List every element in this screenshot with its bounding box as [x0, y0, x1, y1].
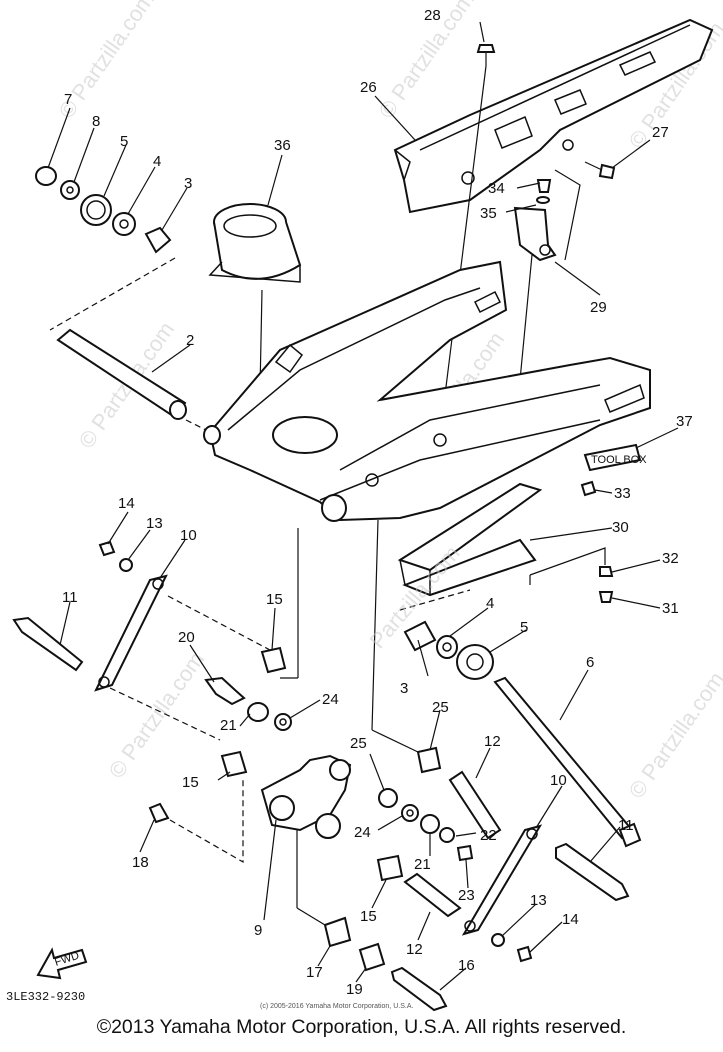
callout-24-lower[interactable]: 24: [354, 824, 371, 841]
callout-37[interactable]: 37: [676, 413, 693, 430]
callout-20[interactable]: 20: [178, 629, 195, 646]
callout-28[interactable]: 28: [424, 7, 441, 24]
bolt-11-left-part[interactable]: [12, 616, 84, 672]
callout-8[interactable]: 8: [92, 113, 100, 130]
callout-25-upper[interactable]: 25: [432, 699, 449, 716]
callout-5-upper[interactable]: 5: [120, 133, 128, 150]
screw-33-part[interactable]: [580, 480, 613, 497]
callout-17[interactable]: 17: [306, 964, 323, 981]
callout-33[interactable]: 33: [614, 485, 631, 502]
bolt-28-part[interactable]: [476, 44, 496, 66]
callout-10-left[interactable]: 10: [180, 527, 197, 544]
collar-15-low-part[interactable]: [376, 854, 404, 882]
callout-36[interactable]: 36: [274, 137, 291, 154]
callout-2[interactable]: 2: [186, 332, 194, 349]
callout-15-top[interactable]: 15: [266, 591, 283, 608]
shaft-6-part[interactable]: [493, 676, 642, 848]
relay-arm-10-part[interactable]: [94, 574, 168, 692]
relay-arm-9-part[interactable]: [260, 754, 352, 839]
callout-14-right[interactable]: 14: [562, 911, 579, 928]
callout-16[interactable]: 16: [458, 957, 475, 974]
callout-13-right[interactable]: 13: [530, 892, 547, 909]
bushing-stack-left[interactable]: [35, 166, 172, 254]
leader-lines: [47, 21, 679, 991]
callout-5-lower[interactable]: 5: [520, 619, 528, 636]
relay-arm-10-right-part[interactable]: [461, 824, 543, 936]
callout-4-upper[interactable]: 4: [153, 153, 161, 170]
collar-15-top-part[interactable]: [260, 646, 287, 674]
callout-11-left[interactable]: 11: [62, 589, 78, 606]
callout-14-left[interactable]: 14: [118, 495, 135, 512]
collar-24-22-21-part[interactable]: [401, 804, 474, 862]
callout-15-mid[interactable]: 15: [182, 774, 199, 791]
pin-18-part[interactable]: [148, 802, 170, 824]
collar-19-part[interactable]: [358, 942, 386, 972]
collar-15-mid-part[interactable]: [220, 750, 248, 778]
collar-21-24-part[interactable]: [247, 702, 292, 731]
diagram-code: 3LE332-9230: [6, 990, 86, 1004]
tool-box-label: TOOL BOX: [591, 454, 647, 466]
bracket-29-part[interactable]: [513, 179, 557, 262]
callout-31[interactable]: 31: [662, 600, 679, 617]
callout-26[interactable]: 26: [360, 79, 377, 96]
callout-18[interactable]: 18: [132, 854, 149, 871]
callout-9[interactable]: 9: [254, 922, 262, 939]
small-copyright: (c) 2005-2016 Yamaha Motor Corporation, …: [260, 1003, 414, 1010]
callout-21-right[interactable]: 21: [414, 856, 431, 873]
collar-25-part[interactable]: [378, 746, 442, 808]
copyright-footer: ©2013 Yamaha Motor Corporation, U.S.A. A…: [96, 1016, 627, 1038]
cap-36-part[interactable]: [208, 203, 302, 283]
bushing-stack-right[interactable]: [403, 620, 494, 680]
nut-13-14-right-part[interactable]: [491, 933, 533, 963]
pipe-12-upper-part[interactable]: [448, 770, 502, 840]
pivot-shaft-2-part[interactable]: [56, 328, 187, 420]
callout-11-right[interactable]: 11: [618, 817, 634, 834]
callout-3-lower[interactable]: 3: [400, 680, 408, 697]
bolt-11-right-part[interactable]: [555, 842, 630, 902]
callout-29[interactable]: 29: [590, 299, 607, 316]
callout-25-lower[interactable]: 25: [350, 735, 367, 752]
chain-guide-30-part[interactable]: [397, 482, 543, 597]
callout-24-upper[interactable]: 24: [322, 691, 339, 708]
callout-3-upper[interactable]: 3: [184, 175, 192, 192]
bolt-20-part[interactable]: [204, 676, 246, 706]
screw-27-part[interactable]: [584, 161, 616, 180]
callout-12-upper[interactable]: 12: [484, 733, 501, 750]
forward-arrow-icon: FWD: [36, 947, 88, 980]
callout-labels: 28 26 27 34 35 29 36 7 8 5 4 3 2 37 33 1…: [62, 7, 693, 998]
bolt-16-part[interactable]: [390, 966, 448, 1012]
callout-22[interactable]: 22: [480, 827, 497, 844]
swingarm-part[interactable]: [203, 260, 651, 522]
tool-box-label-part[interactable]: TOOL BOX: [583, 443, 647, 472]
callout-34[interactable]: 34: [488, 180, 505, 197]
callout-4-lower[interactable]: 4: [486, 595, 494, 612]
callout-6[interactable]: 6: [586, 654, 594, 671]
callout-23[interactable]: 23: [458, 887, 475, 904]
callout-10-right[interactable]: 10: [550, 772, 567, 789]
callout-19[interactable]: 19: [346, 981, 363, 998]
callout-13-left[interactable]: 13: [146, 515, 163, 532]
pin-17-part[interactable]: [323, 916, 352, 948]
callout-27[interactable]: 27: [652, 124, 669, 141]
callout-21-left[interactable]: 21: [220, 717, 237, 734]
pipe-12-lower-part[interactable]: [403, 872, 462, 918]
callout-35[interactable]: 35: [480, 205, 497, 222]
callout-32[interactable]: 32: [662, 550, 679, 567]
callout-30[interactable]: 30: [612, 519, 629, 536]
nut-14-13-left-part[interactable]: [98, 540, 133, 572]
callout-12-lower[interactable]: 12: [406, 941, 423, 958]
callout-7[interactable]: 7: [64, 91, 72, 108]
watermark: © Partzilla.com: [624, 667, 723, 803]
callout-15-low[interactable]: 15: [360, 908, 377, 925]
bolt-31-32-part[interactable]: [598, 566, 614, 603]
